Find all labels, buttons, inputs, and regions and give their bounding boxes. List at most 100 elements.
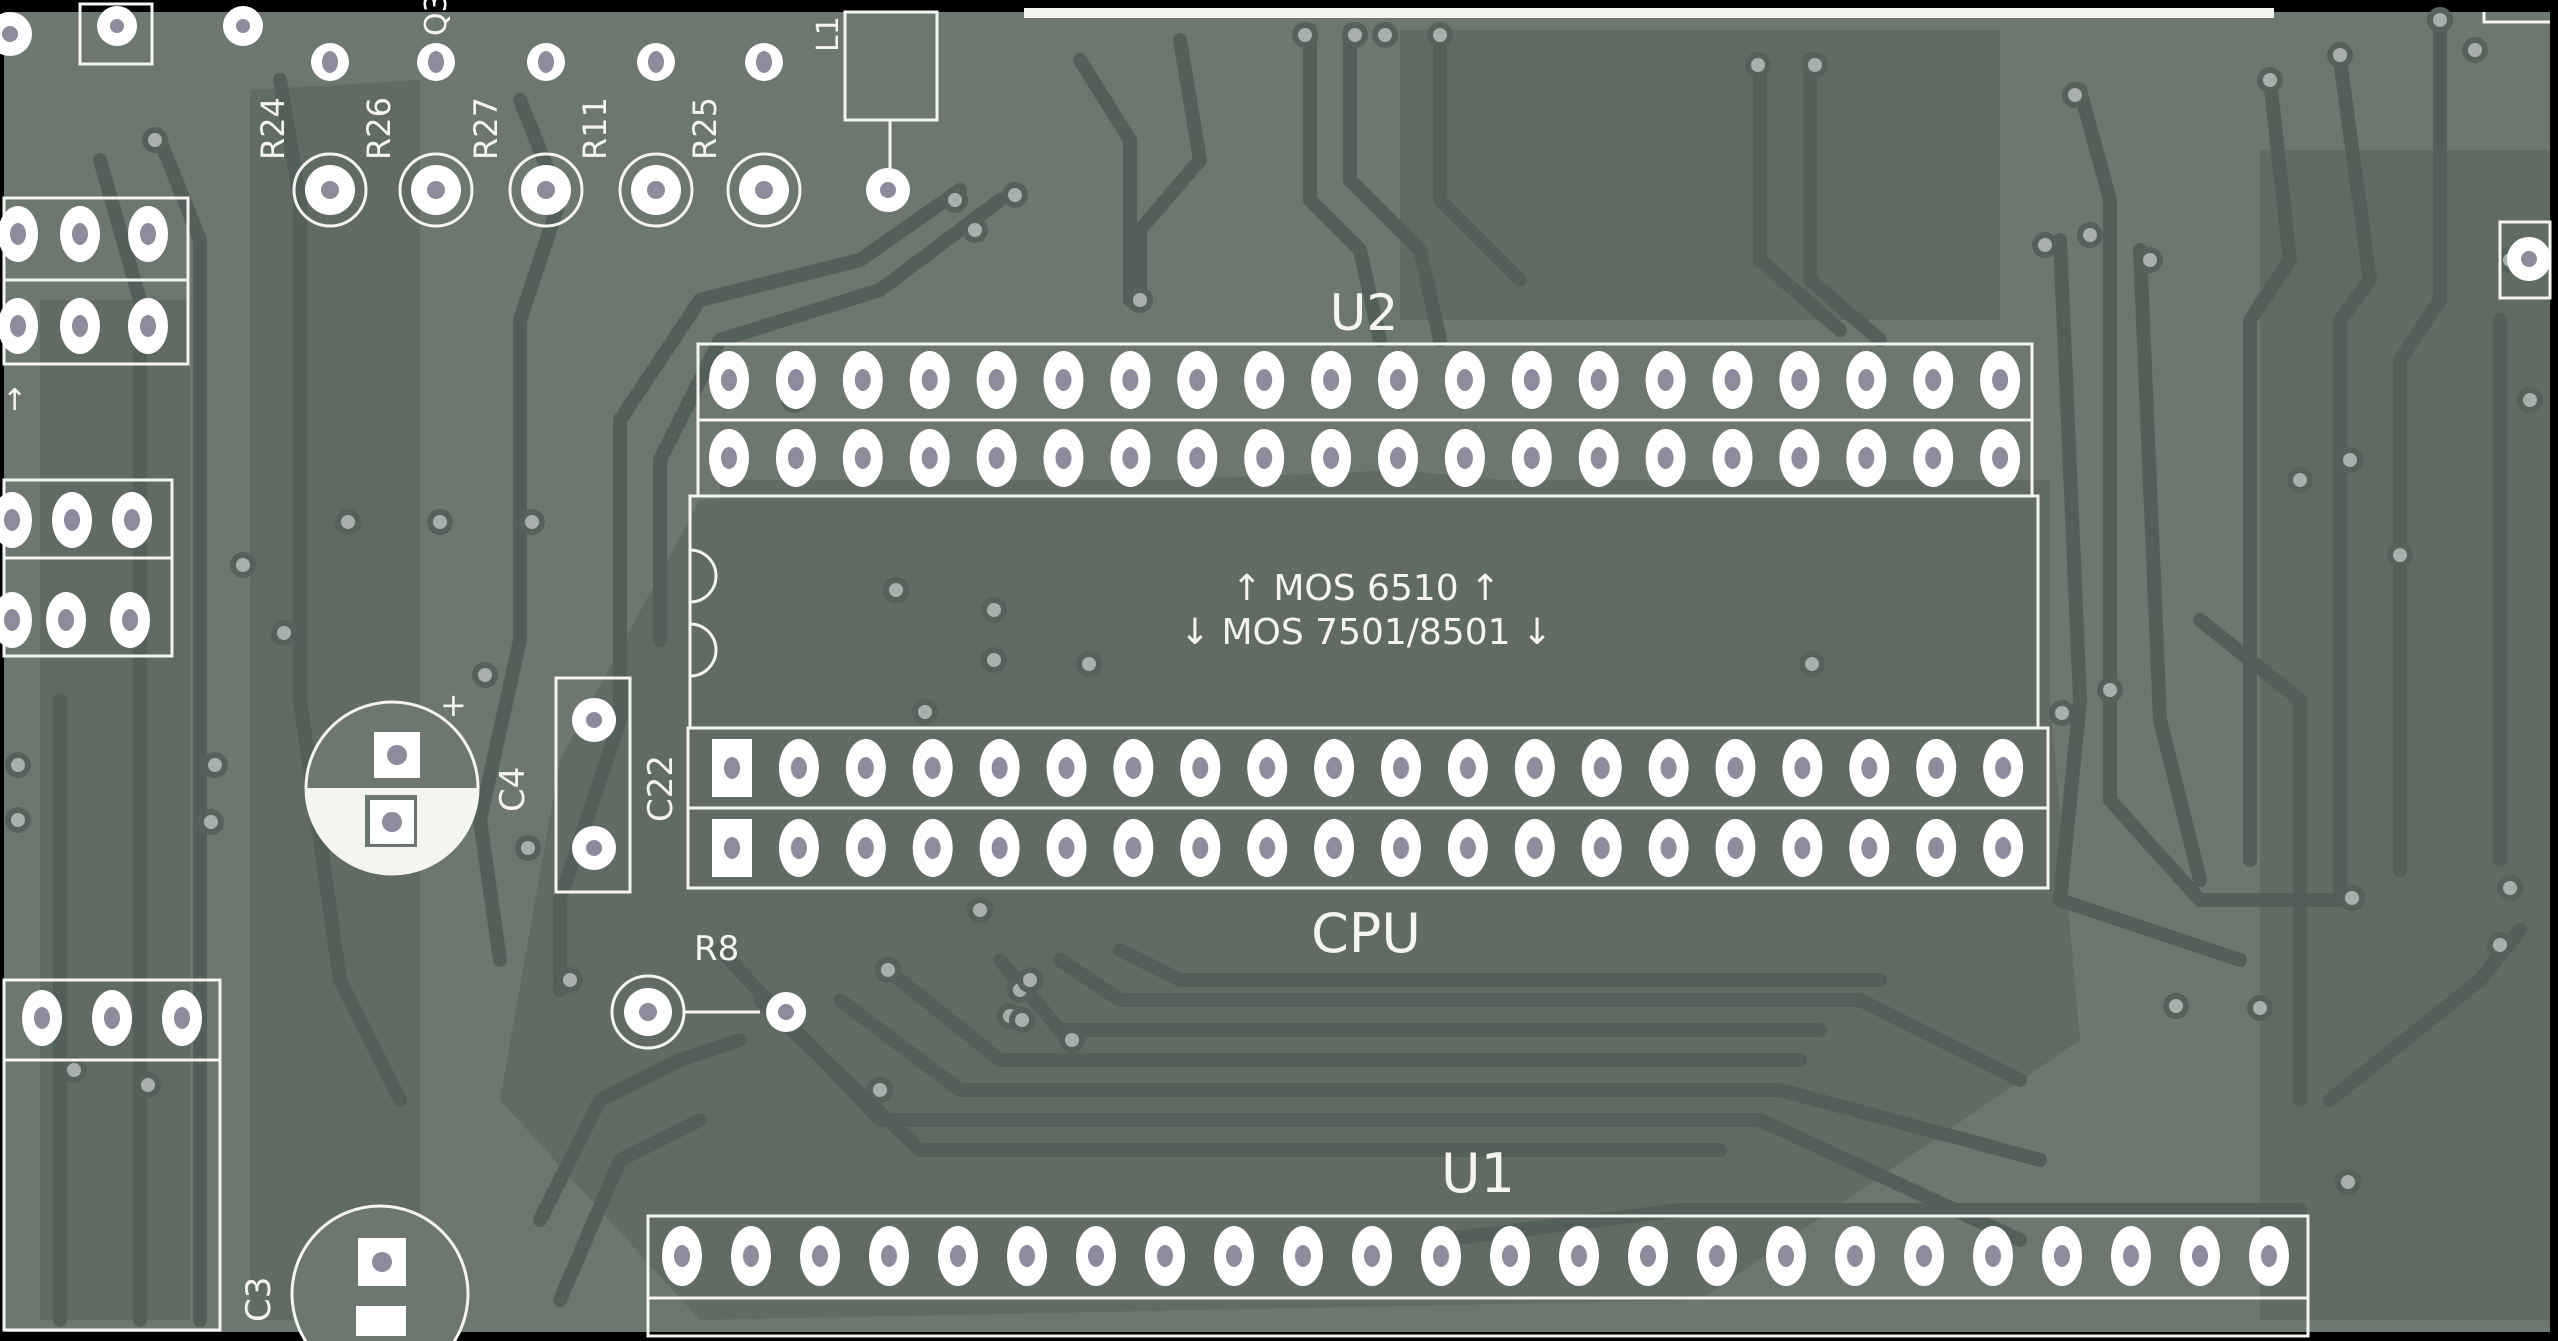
u1-pin-pad: [1490, 1226, 1530, 1286]
u2-pin-pad: [1046, 819, 1087, 877]
via: [1342, 22, 1368, 48]
u2-pin-pad: [1447, 739, 1488, 797]
resistor-label-r26: R26: [360, 97, 398, 160]
via: [867, 1077, 893, 1103]
u2-pin-pad: [1648, 819, 1689, 877]
resistor-bottom-pad: [292, 152, 368, 228]
trace: [553, 1113, 707, 1307]
left-connector-block: ↑: [2, 196, 222, 1332]
resistor-label-r24: R24: [254, 97, 292, 160]
via: [5, 752, 31, 778]
via: [202, 752, 228, 778]
via: [2517, 387, 2543, 413]
u1-pin-pad: [938, 1226, 978, 1286]
via: [2077, 222, 2103, 248]
u2-pin-pad: [1983, 739, 2024, 797]
u1-socket: U1: [646, 1142, 2310, 1338]
via: [5, 807, 31, 833]
u2-pin-pad: [1712, 429, 1753, 487]
u1-ref-label: U1: [1441, 1142, 1515, 1205]
via: [1017, 967, 1043, 993]
u2-pin-pad: [1578, 429, 1619, 487]
resistor-bottom-pad: [508, 152, 584, 228]
u2-pin-pad: [976, 429, 1017, 487]
capacitor-c4: + C4: [304, 686, 533, 876]
u1-pin-pad: [1835, 1226, 1875, 1286]
via: [2137, 247, 2163, 273]
u2-pin-pad: [1244, 351, 1285, 409]
trace: [2243, 73, 2297, 867]
u2-pin-pad: [775, 429, 816, 487]
u2-pin-pad: [1779, 429, 1820, 487]
trace: [833, 993, 2047, 1167]
u2-pin-pad: [1113, 819, 1154, 877]
u1-pin-pad: [1145, 1226, 1185, 1286]
resistor-bottom-pad: [398, 152, 474, 228]
u2-pin-pad: [1180, 819, 1221, 877]
u2-pin-pad: [1581, 739, 1622, 797]
via: [1059, 1027, 1085, 1053]
trace: [1113, 943, 1887, 987]
u2-pin-pad: [845, 819, 886, 877]
u2-pin-pad: [1247, 819, 1288, 877]
trace: [2053, 233, 2247, 967]
via: [271, 620, 297, 646]
u2-pin-pad: [979, 739, 1020, 797]
u1-pin-pad: [1214, 1226, 1254, 1286]
u2-pin-pad: [1244, 429, 1285, 487]
via: [875, 957, 901, 983]
q3-label: Q3: [419, 0, 454, 36]
c22-label: C22: [641, 755, 681, 822]
u2-pin-pad: [1177, 429, 1218, 487]
u2-pin-pad: [842, 429, 883, 487]
u1-pin-pad: [1697, 1226, 1737, 1286]
via: [967, 897, 993, 923]
u2-pin-pad: [1980, 429, 2021, 487]
via: [1372, 22, 1398, 48]
u2-pin-pad: [912, 819, 953, 877]
via: [2097, 677, 2123, 703]
via: [2497, 875, 2523, 901]
u2-pin-pad: [1311, 351, 1352, 409]
u2-pin-pad: [709, 429, 749, 487]
trace: [533, 1033, 747, 1227]
trace: [2133, 243, 2207, 887]
u2-pads: [709, 351, 2024, 877]
u1-pin-pad: [1904, 1226, 1944, 1286]
connector-pad: [128, 206, 168, 262]
u1-pin-pad: [1352, 1226, 1392, 1286]
u2-pin-pad: [1581, 819, 1622, 877]
u2-pin-pad: [1645, 351, 1686, 409]
u1-pin-pad: [1421, 1226, 1461, 1286]
inductor-l1: L1: [811, 10, 939, 212]
left-arrow-mark: ↑: [2, 383, 27, 418]
u1-pin-pad: [662, 1226, 702, 1286]
connector-pad: [0, 298, 38, 354]
via: [2462, 37, 2488, 63]
u2-pin-pad: [1113, 739, 1154, 797]
via: [2487, 932, 2513, 958]
via: [1292, 22, 1318, 48]
u2-pin-pad: [1381, 739, 1421, 797]
connector-pad: [60, 206, 100, 262]
l1-label: L1: [811, 16, 846, 52]
u2-pin-pad: [1715, 739, 1756, 797]
trace: [893, 973, 1807, 1067]
u2-pin-pad: [1846, 351, 1887, 409]
via: [2387, 542, 2413, 568]
u2-pin-pad: [775, 351, 816, 409]
u2-pin-pad: [1378, 429, 1418, 487]
via: [2049, 700, 2075, 726]
trace: [653, 193, 1007, 647]
u2-pin-pad: [912, 739, 953, 797]
c3-label: C3: [239, 1277, 279, 1322]
u2-pin-pad: [1846, 429, 1887, 487]
via: [2032, 232, 2058, 258]
via: [1127, 287, 1153, 313]
u2-pin-pad: [1378, 351, 1418, 409]
u1-pin-pad: [1766, 1226, 1806, 1286]
u2-pin-pad: [1849, 739, 1890, 797]
copper-traces: [53, 13, 2527, 1327]
resistor-top-pad: [417, 43, 455, 81]
